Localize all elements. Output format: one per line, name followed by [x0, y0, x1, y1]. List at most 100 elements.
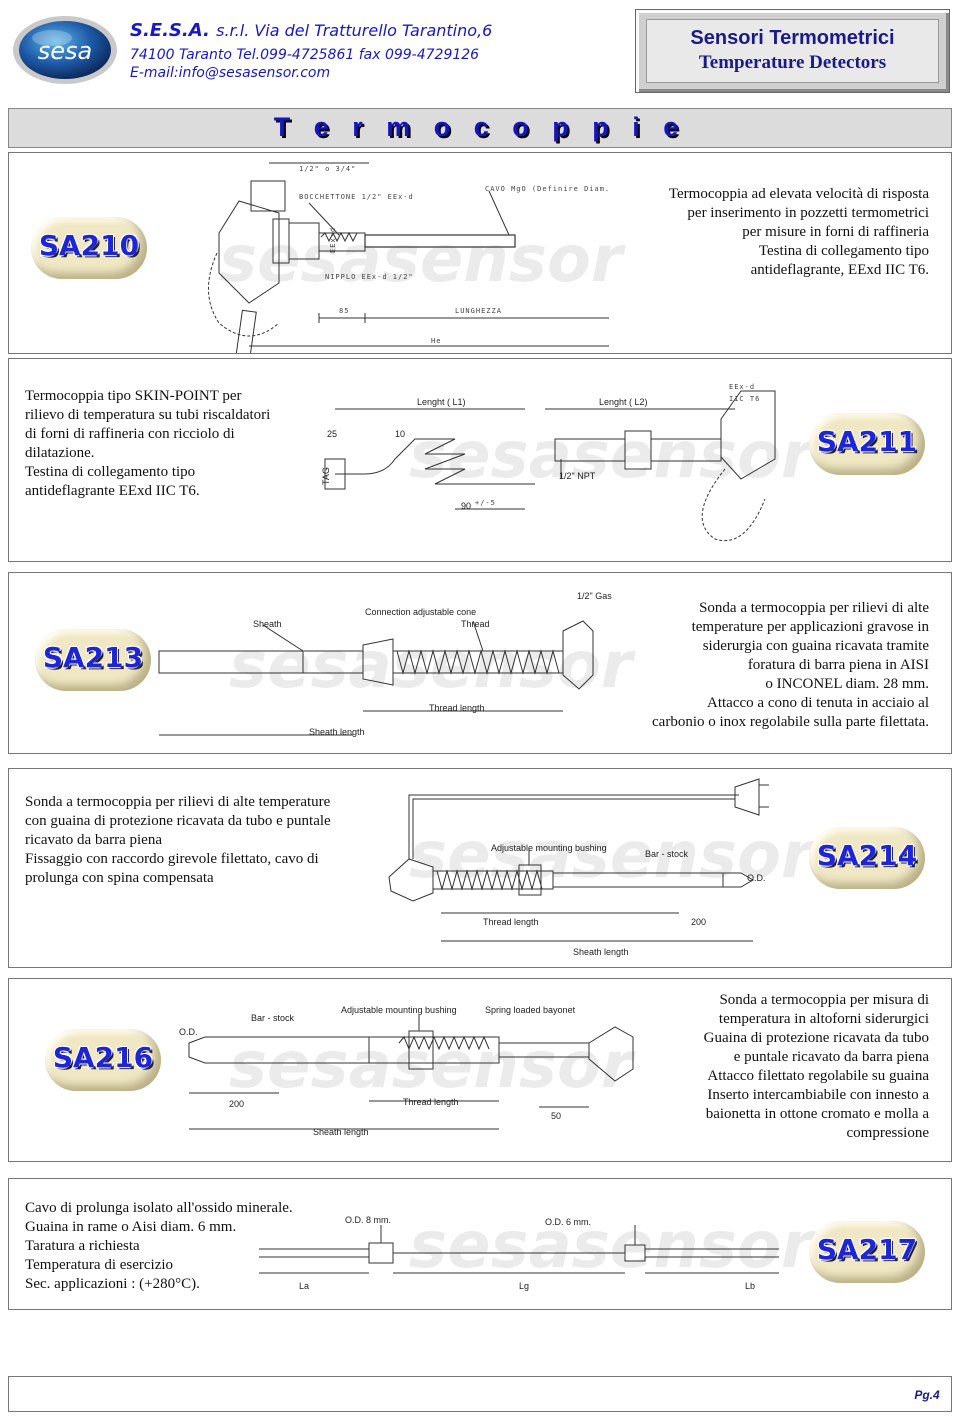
product-code: SA214: [816, 839, 918, 872]
bayonet-label: Spring loaded bayonet: [485, 1005, 576, 1015]
product-code: SA210: [38, 229, 140, 262]
tolerance-label: +/-5: [475, 499, 496, 507]
product-description: Termocoppia ad elevata velocità di rispo…: [669, 185, 929, 280]
description-line: compressione: [846, 1125, 929, 1141]
product-panel-sa216: sesasensor SA216 O.D. Bar - stock Adjust…: [8, 978, 952, 1162]
product-badge: SA214: [809, 827, 925, 889]
tag-label: TAG: [321, 467, 331, 485]
description-line: Inserto intercambiabile con innesto a: [707, 1087, 929, 1103]
lunghezza-label: LUNGHEZZA: [455, 307, 502, 315]
description-line: Termocoppia ad elevata velocità di rispo…: [668, 186, 929, 202]
header-title-box: Sensori Termometrici Temperature Detecto…: [635, 9, 950, 93]
gas-label: 1/2" Gas: [577, 591, 612, 601]
lb-label: Lb: [745, 1281, 755, 1291]
description-line: antideflagrante, EExd IIC T6.: [750, 262, 929, 278]
page-number: Pg.4: [914, 1388, 940, 1402]
product-description: Sonda a termocoppia per rilievi di alte …: [25, 793, 331, 888]
length-l2-label: Lenght ( L2): [599, 397, 648, 407]
od-8-label: O.D. 8 mm.: [345, 1215, 391, 1225]
bocchettone-label: BOCCHETTONE 1/2" EEx-d: [299, 193, 414, 201]
description-line: Testina di collegamento tipo: [25, 464, 196, 480]
dim-200-label: 200: [691, 917, 706, 927]
description-line: baionetta in ottone cromato e molla a: [705, 1106, 929, 1122]
description-line: di forni di raffineria con ricciolo di: [25, 426, 235, 442]
product-panel-sa210: sesasensor SA210 1/2" o 3/4" BOCCHETTONE…: [8, 152, 952, 354]
thread-length-label: Thread length: [429, 703, 485, 713]
product-code: SA213: [42, 641, 144, 674]
sheath-length-label: Sheath length: [573, 947, 629, 957]
description-line: Sec. applicazioni : (+280°C).: [25, 1276, 200, 1292]
sheath-length-label: Sheath length: [309, 727, 365, 737]
product-badge: SA211: [809, 413, 925, 475]
dim-90-label: 90: [461, 501, 471, 511]
product-code: SA216: [52, 1041, 154, 1074]
product-badge: SA216: [45, 1029, 161, 1091]
sheath-label: Sheath: [253, 619, 282, 629]
he-label: He: [431, 337, 441, 345]
product-badge: SA217: [809, 1221, 925, 1283]
description-line: siderurgia con guaina ricavata tramite: [702, 638, 929, 654]
description-line: Taratura a richiesta: [25, 1238, 140, 1254]
dim-85-label: 85: [339, 307, 349, 315]
cone-label: Connection adjustable cone: [365, 607, 476, 617]
product-panel-sa214: sesasensor Sonda a termocoppia per rilie…: [8, 768, 952, 968]
address-line: 74100 Taranto Tel.099-4725861 fax 099-47…: [130, 47, 480, 63]
section-band: T e r m o c o p p i e: [8, 108, 952, 148]
od-6-label: O.D. 6 mm.: [545, 1217, 591, 1227]
description-line: Guaina di protezione ricavata da tubo: [703, 1030, 929, 1046]
description-line: Termocoppia tipo SKIN-POINT per: [25, 388, 242, 404]
lg-label: Lg: [519, 1281, 529, 1291]
description-line: o INCONEL diam. 28 mm.: [765, 676, 929, 692]
cavo-label: CAVO MgO (Definire Diam.): [485, 185, 609, 193]
drawing-sa213: 1/2" Gas Connection adjustable cone Shea…: [158, 591, 612, 737]
description-line: rilievo di temperatura su tubi riscaldat…: [25, 407, 271, 423]
product-description: Sonda a termocoppia per misura di temper…: [704, 991, 929, 1143]
description-line: Temperatura di esercizio: [25, 1257, 174, 1273]
description-line: Testina di collegamento tipo: [758, 243, 929, 259]
description-line: Sonda a termocoppia per misura di: [719, 992, 929, 1008]
head-iic-label: IIC T6: [729, 395, 760, 403]
description-line: con guaina di protezione ricavata da tub…: [25, 813, 331, 829]
exd-label: EEx-d: [329, 227, 337, 253]
od-label: O.D.: [747, 873, 766, 883]
nipplo-label: NIPPLO EEx-d 1/2": [325, 273, 414, 281]
description-line: Sonda a termocoppia per rilievi di alte: [699, 600, 929, 616]
od-label: O.D.: [179, 1027, 198, 1037]
company-line: S.E.S.A. s.r.l. Via del Tratturello Tara…: [130, 20, 492, 41]
la-label: La: [299, 1281, 309, 1291]
section-title: T e r m o c o p p i e: [273, 112, 687, 142]
description-line: prolunga con spina compensata: [25, 870, 214, 886]
dim-50-label: 50: [551, 1111, 561, 1121]
sesa-logo: sesa: [13, 16, 117, 84]
product-code: SA211: [816, 425, 918, 458]
product-code: SA217: [816, 1233, 918, 1266]
description-line: temperatura in altoforni siderurgici: [718, 1011, 929, 1027]
email-line: E-mail:info@sesasensor.com: [130, 65, 331, 81]
description-line: foratura di barra piena in AISI: [747, 657, 929, 673]
description-line: temperature per applicazioni gravose in: [691, 619, 929, 635]
dim-top-label: 1/2" o 3/4": [299, 165, 356, 173]
description-line: per misure in forni di raffineria: [742, 224, 929, 240]
barstock-label: Bar - stock: [251, 1013, 295, 1023]
sheath-length-label: Sheath length: [313, 1127, 369, 1137]
footer-panel: [8, 1376, 952, 1412]
company-name: S.E.S.A.: [130, 20, 210, 41]
product-description: Sonda a termocoppia per rilievi di alte …: [652, 599, 929, 732]
product-badge: SA213: [35, 629, 151, 691]
bushing-label: Adjustable mounting bushing: [341, 1005, 457, 1015]
dim-10-label: 10: [395, 429, 405, 439]
description-line: Sonda a termocoppia per rilievi di alte …: [25, 794, 331, 810]
drawing-sa211: Lenght ( L1) Lenght ( L2) 25 10 TAG 1/2"…: [321, 383, 776, 541]
company-address: s.r.l. Via del Tratturello Tarantino,6: [216, 21, 493, 40]
drawing-sa210: 1/2" o 3/4" BOCCHETTONE 1/2" EEx-d CAVO …: [208, 162, 609, 353]
head-exd-label: EEx-d: [729, 383, 755, 391]
dim-200-label: 200: [229, 1099, 244, 1109]
bushing-label: Adjustable mounting bushing: [491, 843, 607, 853]
drawing-sa216: O.D. Bar - stock Adjustable mounting bus…: [179, 1005, 634, 1137]
drawing-sa214: Adjustable mounting bushing Bar - stock …: [388, 778, 769, 957]
barstock-label: Bar - stock: [645, 849, 689, 859]
description-line: antideflagrante EExd IIC T6.: [25, 483, 200, 499]
product-panel-sa211: sesasensor Termocoppia tipo SKIN-POINT p…: [8, 358, 952, 562]
product-badge: SA210: [31, 217, 147, 279]
product-description: Termocoppia tipo SKIN-POINT per rilievo …: [25, 387, 270, 501]
